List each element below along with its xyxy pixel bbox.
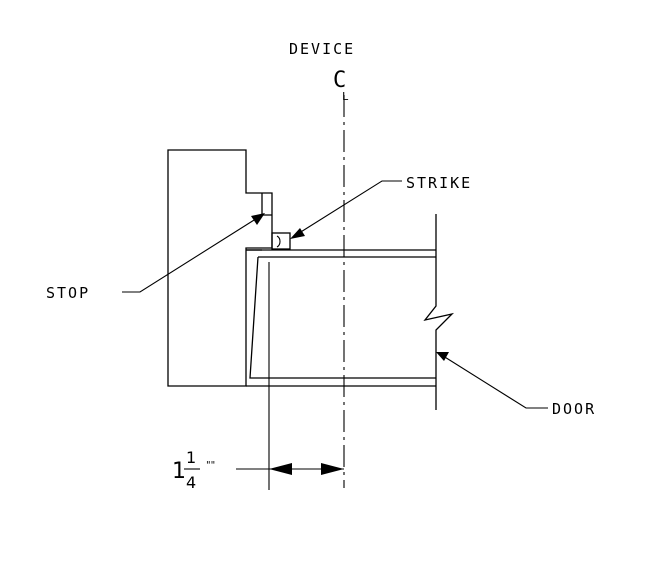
- strike-roller: [276, 235, 281, 248]
- strike: [271, 232, 291, 250]
- dimension-arrow-left: [269, 463, 292, 475]
- stop-leader: [122, 214, 263, 293]
- door-label: DOOR: [552, 400, 596, 418]
- dimension-whole: 1: [172, 459, 186, 484]
- centerline-symbol: C: [333, 68, 346, 93]
- door-leaf: [249, 256, 436, 379]
- dimension-denominator: 4: [186, 473, 196, 492]
- device-label: DEVICE: [289, 40, 355, 58]
- stop-leader-arrow: [251, 213, 265, 225]
- centerline-subscript: L: [342, 90, 349, 103]
- door-leader: [439, 353, 548, 409]
- dimension-unit: "": [206, 460, 215, 471]
- door-stop: [261, 193, 272, 216]
- strike-leader-arrow: [290, 228, 305, 239]
- strike-label: STRIKE: [406, 174, 472, 192]
- dimension-numerator: 1: [186, 448, 196, 467]
- stop-label: STOP: [46, 284, 90, 302]
- door-frame: [167, 149, 273, 387]
- door-leader-arrow: [436, 352, 449, 361]
- dimension-arrow-right: [321, 463, 344, 475]
- door-break-line: [423, 214, 455, 410]
- strike-leader: [295, 180, 402, 236]
